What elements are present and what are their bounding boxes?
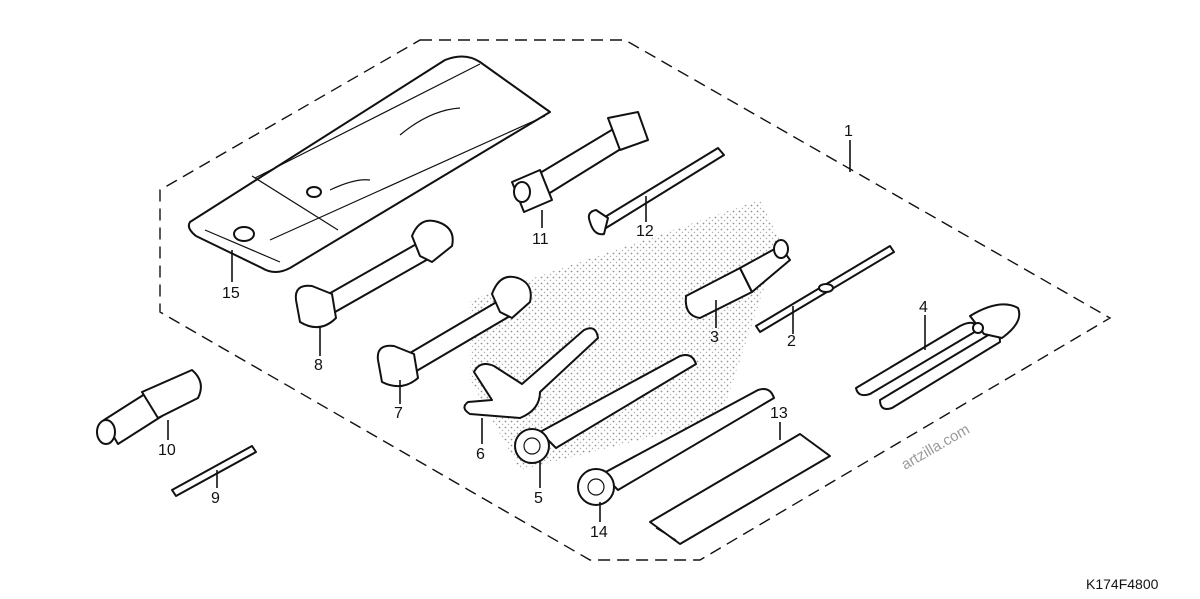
callout-5: 5	[534, 490, 543, 507]
screwdriver-handle	[684, 239, 791, 319]
callout-6: 6	[476, 446, 485, 463]
callout-14: 14	[590, 524, 608, 541]
screwdriver-bit-left	[171, 445, 257, 497]
grip-sleeve	[649, 433, 831, 545]
open-end-wrench-upper	[294, 219, 454, 329]
callout-2: 2	[787, 333, 796, 350]
callout-4: 4	[919, 299, 928, 316]
callout-9: 9	[211, 490, 220, 507]
box-wrench-5	[514, 354, 697, 464]
callout-12: 12	[636, 223, 654, 240]
watermark-text: artzilla.com	[899, 421, 973, 474]
pliers	[855, 303, 1021, 410]
handle-bar	[587, 147, 725, 236]
box-wrench-14	[577, 388, 775, 506]
callout-8: 8	[314, 357, 323, 374]
open-end-wrench-lower	[376, 275, 532, 388]
callout-10: 10	[158, 442, 176, 459]
callout-3: 3	[710, 329, 719, 346]
shading-area	[470, 200, 780, 470]
callout-15: 15	[222, 285, 240, 302]
callout-7: 7	[394, 405, 403, 422]
screwdriver-bit	[755, 245, 895, 333]
drawing-code: K174F4800	[1086, 576, 1159, 592]
callout-13: 13	[770, 405, 788, 422]
callout-11: 11	[532, 231, 549, 248]
tool-bag	[187, 55, 551, 273]
assembly-boundary-dashed	[159, 39, 1112, 561]
leader-lines	[167, 140, 926, 522]
screwdriver-grip-left	[96, 369, 202, 445]
callout-1: 1	[844, 123, 853, 140]
socket-wrench	[511, 111, 649, 213]
pin-spanner	[463, 327, 599, 419]
